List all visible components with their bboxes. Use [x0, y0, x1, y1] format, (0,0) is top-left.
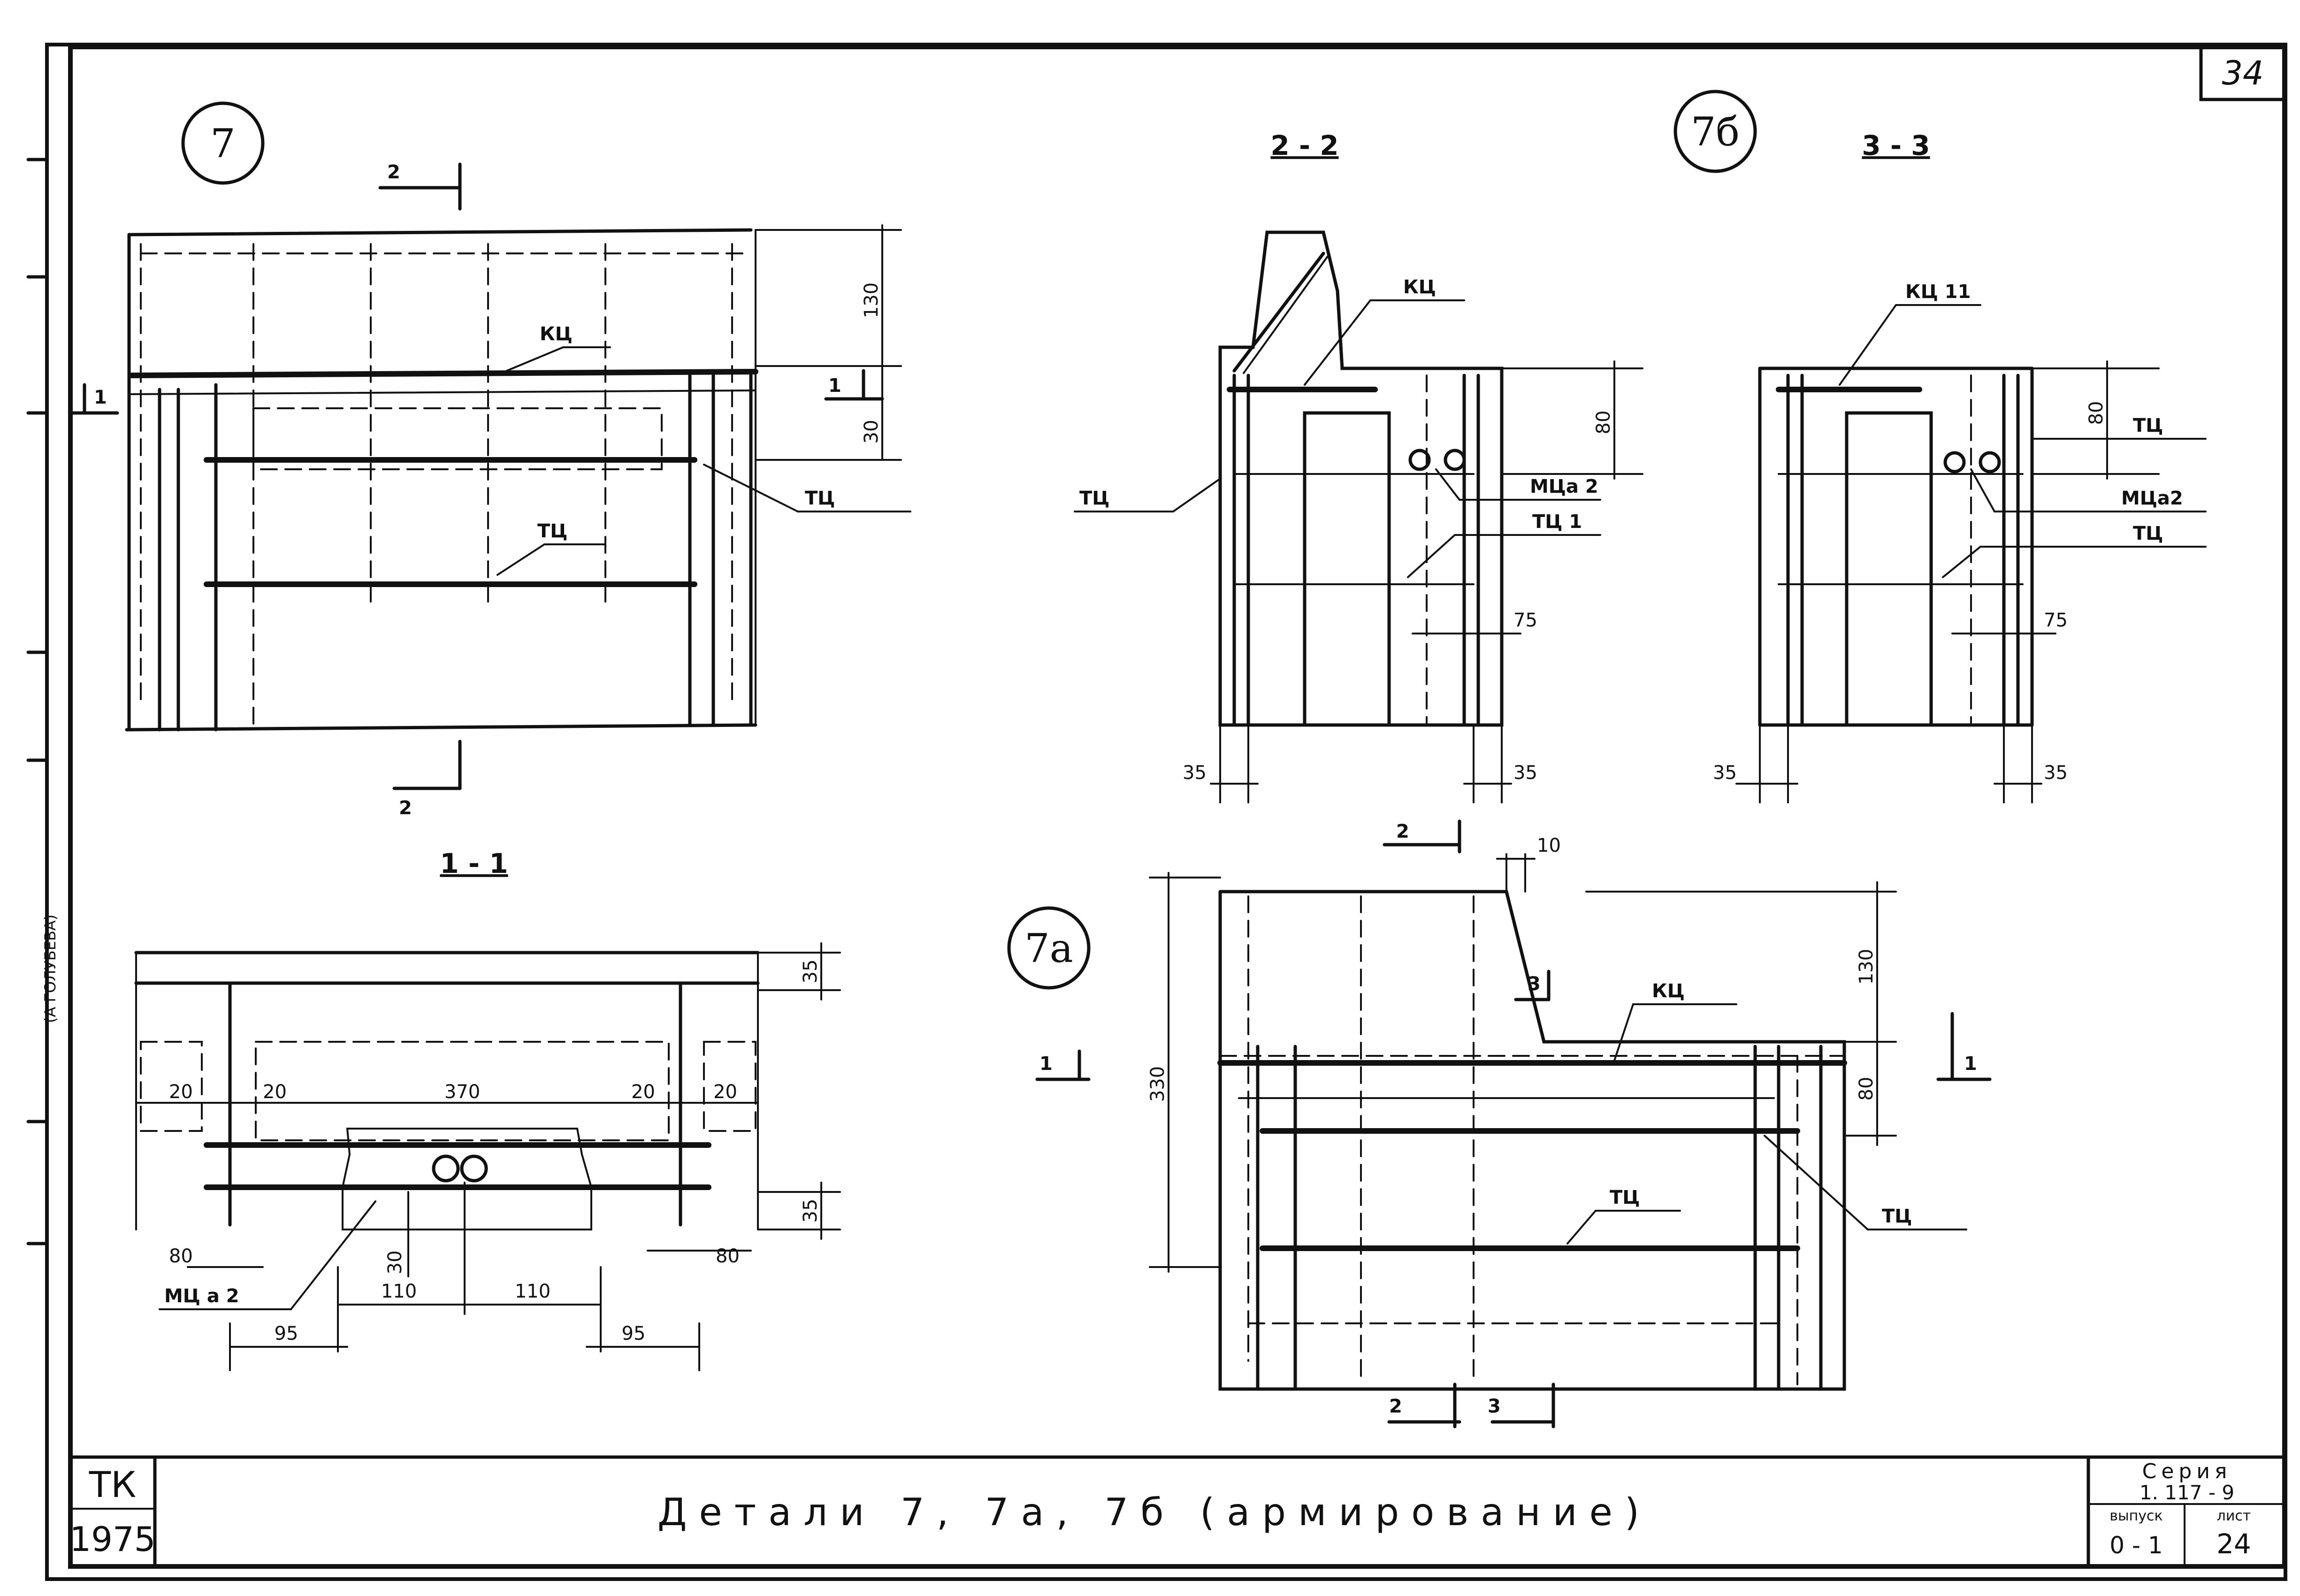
- dim-35-11-top: 35: [800, 960, 821, 984]
- cut-3-7a-bottom: 3: [1488, 1396, 1501, 1417]
- label-kc-22: КЦ: [1403, 276, 1436, 298]
- issue-value: 0 - 1: [2109, 1532, 2162, 1559]
- detail-7a-label: 7а: [1024, 925, 1073, 971]
- label-tc-33-bottom: ТЦ: [2133, 523, 2163, 544]
- detail-7a-marker: [1007, 906, 1091, 990]
- dim-110-b: 110: [515, 1281, 550, 1302]
- dim-35-11-bottom: 35: [800, 1199, 821, 1223]
- dim-30: 30: [861, 420, 882, 444]
- dim-20-c: 20: [631, 1081, 655, 1103]
- dim-20-d: 20: [713, 1081, 737, 1103]
- cut-2-7a-top: 2: [1396, 821, 1409, 842]
- detail-7-marker: [181, 101, 265, 185]
- label-mca2-22: МЦа 2: [1530, 476, 1598, 497]
- cut-1-7a-right: 1: [1964, 1053, 1977, 1075]
- label-tc: ТЦ: [537, 520, 567, 542]
- cut-1-right: 1: [828, 375, 841, 397]
- cut-2-top: 2: [387, 161, 400, 183]
- series-label: Серия: [2142, 1459, 2232, 1483]
- dim-370: 370: [444, 1081, 480, 1103]
- issue-label: выпуск: [2109, 1508, 2162, 1524]
- detail-7-label: 7: [210, 121, 235, 167]
- sheet-number-box: 34: [2199, 45, 2286, 101]
- label-kc: КЦ: [540, 323, 573, 345]
- sheet-label: лист: [2217, 1508, 2251, 1524]
- drawing-title: Детали 7, 7а, 7б (армирование): [657, 1490, 1651, 1534]
- dim-95-a: 95: [275, 1323, 298, 1344]
- dim-35-22-left: 35: [1183, 762, 1207, 784]
- sheet-value: 24: [2216, 1528, 2251, 1560]
- dim-110-a: 110: [381, 1281, 417, 1302]
- detail-7b-label: 7б: [1691, 109, 1740, 155]
- sheet-number: 34: [2222, 54, 2263, 92]
- section-1-1: 1 - 1 35 35 20 20 370 20 20 80 80: [134, 848, 841, 1371]
- side-stamp: (А ГОЛУБЕВА): [41, 915, 59, 1023]
- dim-75-33: 75: [2044, 610, 2068, 631]
- cut-2-bottom: 2: [399, 797, 412, 819]
- cut-2-7a-bottom: 2: [1389, 1396, 1402, 1417]
- dim-80-11-left: 80: [169, 1245, 193, 1267]
- dim-35-33-right: 35: [2044, 762, 2068, 784]
- dim-75-22: 75: [1513, 610, 1537, 631]
- section-2-2-title: 2 - 2: [1270, 130, 1338, 161]
- section-1-1-title: 1 - 1: [440, 848, 508, 879]
- cut-1-7a-left: 1: [1039, 1053, 1053, 1075]
- detail-7: 7 130 30 КЦ: [69, 101, 911, 819]
- dim-20-b: 20: [263, 1081, 287, 1103]
- section-3-3-title: 3 - 3: [1862, 130, 1930, 161]
- label-tc-7a-mid: ТЦ: [1610, 1187, 1640, 1208]
- dim-95-b: 95: [622, 1323, 646, 1344]
- label-mca2-33: МЦа2: [2121, 488, 2183, 509]
- insulation-22: [1303, 411, 1391, 727]
- dim-80-22: 80: [1593, 411, 1614, 435]
- dim-80-11-right: 80: [716, 1245, 740, 1267]
- cut-1-left: 1: [94, 387, 107, 408]
- series-value: 1. 117 - 9: [2140, 1481, 2234, 1504]
- detail-7b-marker: [1673, 90, 1757, 173]
- cut-3-7a: 3: [1528, 973, 1541, 995]
- label-tc-33-top: ТЦ: [2133, 415, 2163, 436]
- dim-80-33: 80: [2086, 401, 2107, 425]
- dim-80-7a: 80: [1856, 1077, 1877, 1101]
- dim-130-7a: 130: [1856, 949, 1877, 985]
- org-code: ТК: [89, 1464, 136, 1505]
- dim-130: 130: [861, 283, 882, 318]
- dim-20-a: 20: [169, 1081, 193, 1103]
- title-block: ТК 1975 Детали 7, 7а, 7б (армирование) С…: [69, 1455, 2286, 1568]
- label-tc-7a-right: ТЦ: [1882, 1206, 1912, 1227]
- label-kc11-33: КЦ 11: [1905, 281, 1971, 303]
- insulation-33: [1845, 411, 1933, 727]
- label-mca2-11: МЦ а 2: [164, 1285, 239, 1307]
- section-3-3: 7б 3 - 3 80 75 35 35 КЦ 11: [1673, 90, 2207, 803]
- label-kc-7a: КЦ: [1652, 980, 1685, 1002]
- dim-35-33-left: 35: [1713, 762, 1737, 784]
- dim-35-22-right: 35: [1513, 762, 1537, 784]
- sheet-frame: [26, 43, 2287, 1581]
- dim-10: 10: [1537, 835, 1561, 856]
- label-tc-right: ТЦ: [805, 488, 835, 509]
- label-tc1-22: ТЦ 1: [1532, 511, 1582, 533]
- section-2-2: 2 - 2 80 75 35: [1074, 130, 1643, 803]
- label-tc-22: ТЦ: [1079, 488, 1109, 509]
- dim-30-11: 30: [384, 1251, 406, 1275]
- dim-330: 330: [1147, 1066, 1169, 1102]
- org-year: 1975: [69, 1520, 155, 1559]
- detail-7a: 7а 330 130 80 10 3: [1007, 819, 1992, 1428]
